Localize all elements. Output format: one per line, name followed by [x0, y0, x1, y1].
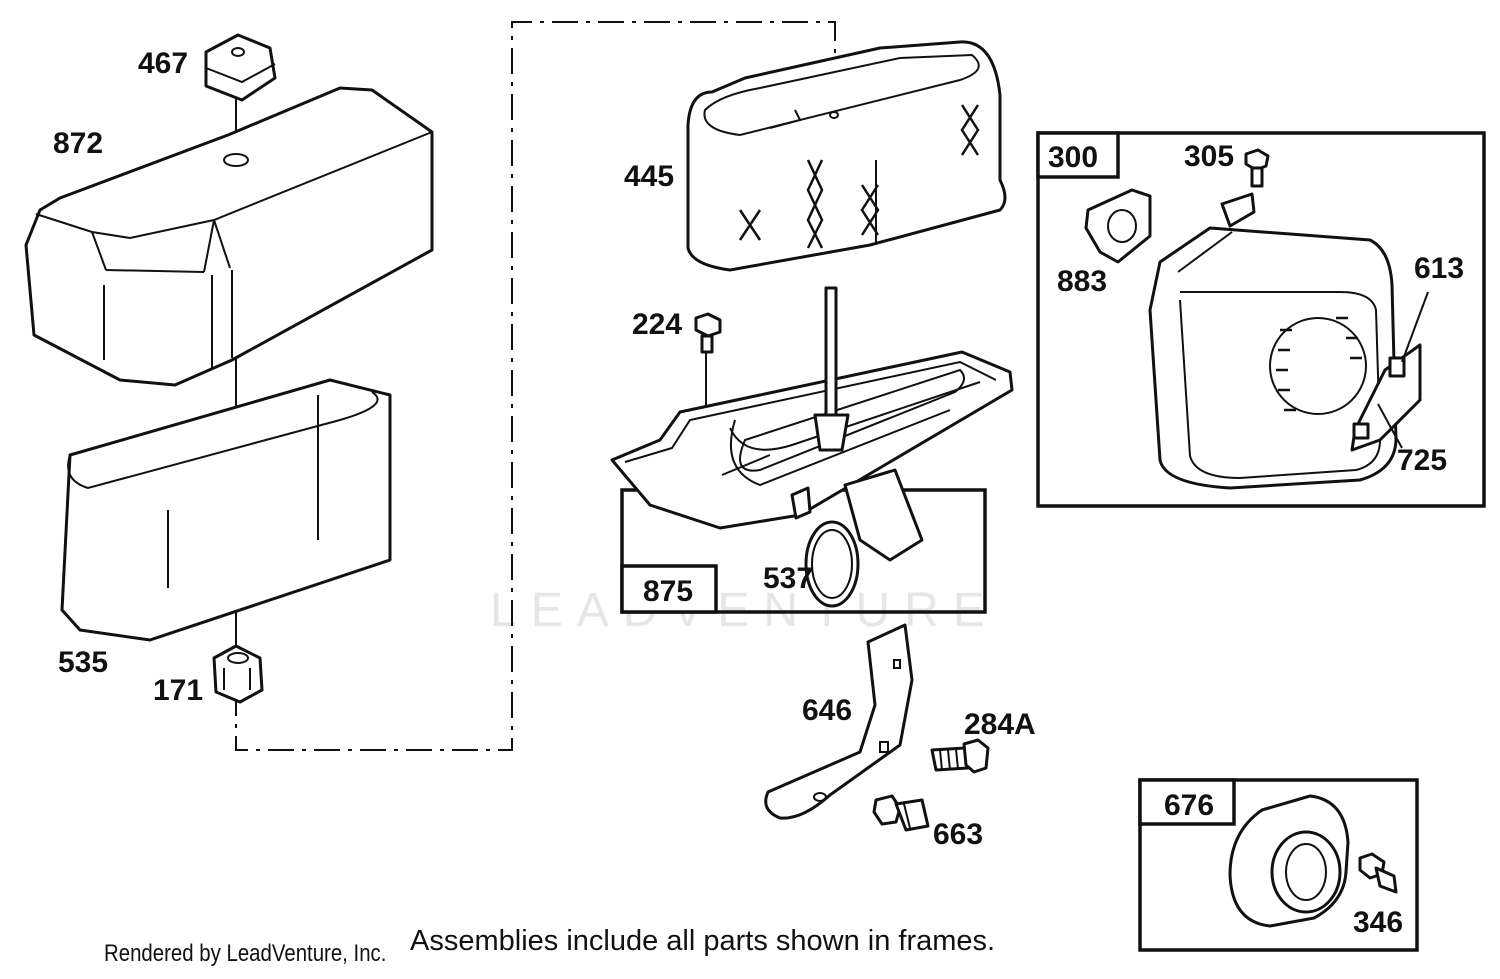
- label-537: 537: [763, 562, 813, 595]
- air-cleaner-base: [610, 286, 1014, 608]
- label-305: 305: [1184, 140, 1234, 173]
- label-445: 445: [624, 160, 674, 193]
- label-171: 171: [153, 674, 203, 707]
- label-613: 613: [1414, 252, 1464, 285]
- label-872: 872: [53, 127, 103, 160]
- bolt-284A: [930, 738, 990, 774]
- tag-box-300: [1036, 131, 1120, 179]
- label-875: 875: [643, 575, 693, 608]
- label-300: 300: [1048, 141, 1098, 174]
- bracket-646: [764, 623, 914, 820]
- label-467: 467: [138, 47, 188, 80]
- pre-cleaner-535: [60, 378, 392, 642]
- bolt-663: [872, 794, 930, 832]
- frame-300: [1036, 131, 1486, 508]
- bolt-346: [1358, 852, 1398, 894]
- muffler: [1148, 192, 1422, 490]
- assembly-dash-line: [235, 21, 836, 751]
- tag-box-875: [620, 564, 718, 614]
- label-224: 224: [632, 308, 682, 341]
- air-filter-445: [686, 40, 1007, 272]
- label-883: 883: [1057, 265, 1107, 298]
- label-346: 346: [1353, 906, 1403, 939]
- knob-467: [204, 33, 277, 102]
- label-284A: 284A: [964, 708, 1036, 741]
- label-676: 676: [1164, 789, 1214, 822]
- label-646: 646: [802, 694, 852, 727]
- bolt-305: [1244, 148, 1270, 188]
- label-535: 535: [58, 646, 108, 679]
- leader-613: [1401, 291, 1429, 363]
- air-cleaner-cover-872: [24, 86, 434, 387]
- credit-text: Rendered by LeadVenture, Inc.: [104, 940, 387, 967]
- frame-676: [1138, 778, 1419, 952]
- label-663: 663: [933, 818, 983, 851]
- grommet-171: [212, 644, 264, 704]
- frames-note: Assemblies include all parts shown in fr…: [410, 925, 996, 957]
- deflector-676: [1228, 794, 1350, 928]
- label-725: 725: [1397, 444, 1447, 477]
- leader-725: [1377, 403, 1403, 449]
- tag-box-676: [1138, 778, 1236, 826]
- gasket-883: [1084, 188, 1152, 264]
